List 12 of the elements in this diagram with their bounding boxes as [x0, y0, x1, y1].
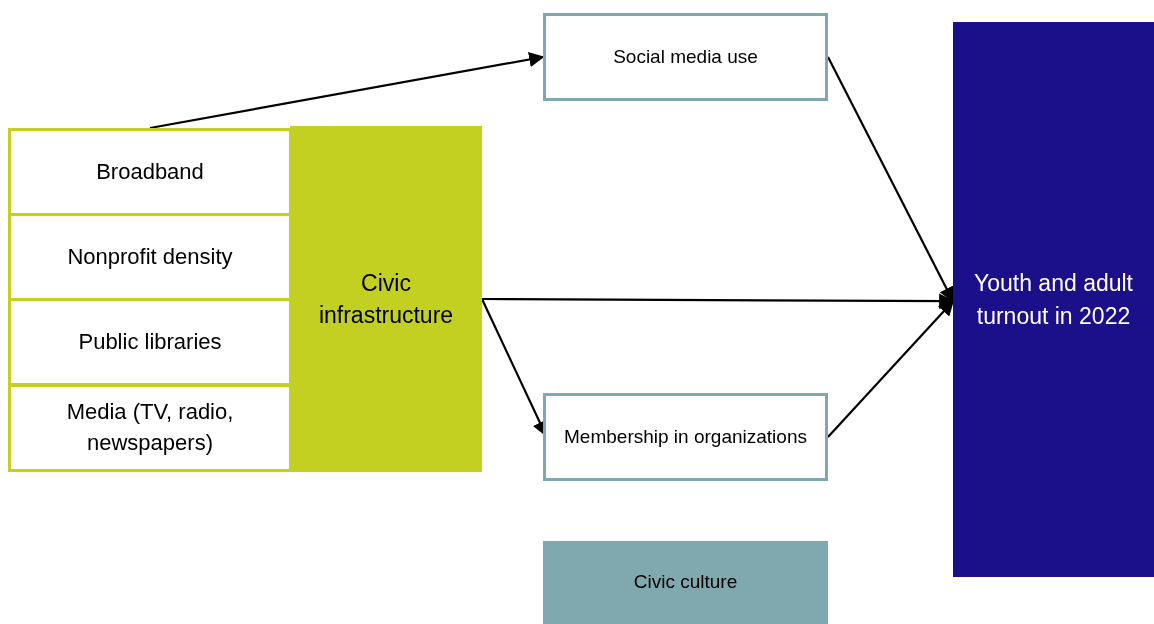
outcome-box: Youth and adult turnout in 2022 [953, 22, 1154, 577]
context-box: Civic culture [543, 541, 828, 624]
mediator-box: Social media use [543, 13, 828, 101]
mediator-box: Membership in organizations [543, 393, 828, 481]
factor-box: Nonprofit density [8, 213, 292, 301]
hub-box: Civic infrastructure [290, 126, 482, 472]
factor-box: Public libraries [8, 298, 292, 386]
factor-box: Broadband [8, 128, 292, 216]
factor-box: Media (TV, radio, newspapers) [8, 384, 292, 472]
arrow [827, 56, 954, 303]
arrow [149, 51, 545, 130]
arrow [827, 300, 955, 438]
